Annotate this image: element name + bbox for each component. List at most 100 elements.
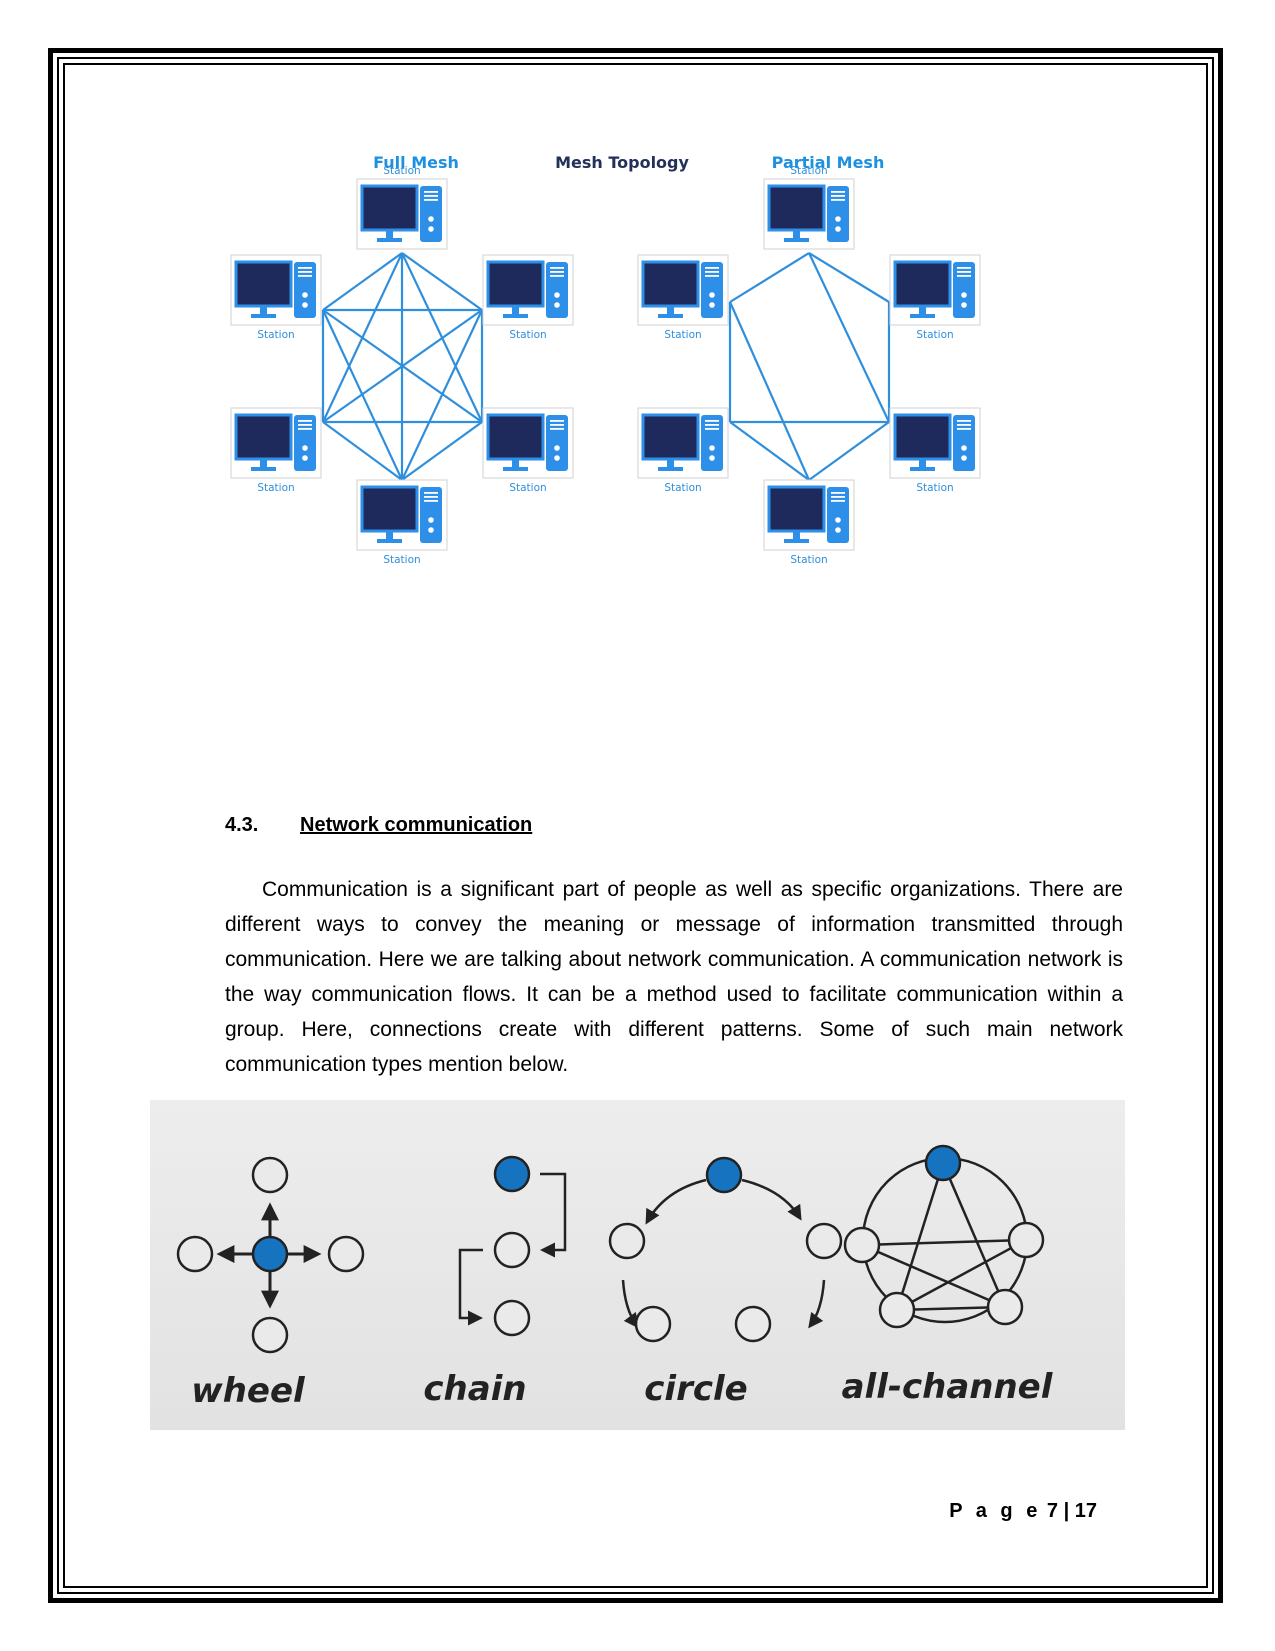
page-border-outer bbox=[48, 48, 1223, 1603]
full-mesh-link bbox=[401, 309, 483, 481]
circle-node bbox=[805, 1222, 843, 1260]
monitor-icon bbox=[767, 485, 826, 533]
full-mesh-link bbox=[401, 252, 483, 311]
wheel-node bbox=[327, 1235, 365, 1273]
computer-tower-icon bbox=[827, 186, 849, 242]
all-channel-diagram bbox=[843, 1144, 1045, 1329]
page-total: 17 bbox=[1074, 1500, 1097, 1522]
all-channel-node bbox=[1007, 1221, 1045, 1259]
full-mesh-link bbox=[322, 309, 483, 423]
page-border-middle bbox=[57, 57, 1214, 1594]
page-current: 7 bbox=[1046, 1500, 1059, 1522]
circle-label: circle bbox=[644, 1369, 747, 1409]
monitor-icon bbox=[360, 184, 419, 232]
monitor-icon bbox=[641, 260, 700, 308]
partial-mesh-link bbox=[808, 252, 890, 303]
computer-tower-icon bbox=[294, 262, 316, 318]
section-title: Network communication bbox=[300, 814, 533, 836]
circle-node bbox=[608, 1222, 646, 1260]
all-channel-label: all-channel bbox=[842, 1367, 1054, 1407]
full-mesh-station: Station bbox=[230, 407, 322, 494]
full-mesh-station: Station bbox=[482, 407, 574, 494]
station-label: Station bbox=[257, 329, 294, 341]
monitor-icon bbox=[893, 413, 952, 461]
monitor-icon bbox=[893, 260, 952, 308]
full-mesh-station: Station bbox=[356, 165, 448, 250]
partial-mesh-station: Station bbox=[637, 254, 729, 341]
full-mesh-station: Station bbox=[230, 254, 322, 341]
station-label: Station bbox=[383, 165, 420, 177]
all-channel-node bbox=[843, 1226, 881, 1264]
partial-mesh-station: Station bbox=[763, 165, 855, 250]
station-label: Station bbox=[790, 165, 827, 177]
wheel-center-node bbox=[251, 1235, 289, 1273]
computer-tower-icon bbox=[546, 415, 568, 471]
partial-mesh-station: Station bbox=[889, 254, 981, 341]
monitor-icon bbox=[641, 413, 700, 461]
monitor-icon bbox=[234, 260, 293, 308]
circle-node bbox=[634, 1305, 672, 1343]
partial-mesh-title: Partial Mesh bbox=[772, 153, 885, 172]
computer-tower-icon bbox=[701, 415, 723, 471]
monitor-icon bbox=[767, 184, 826, 232]
chain-node bbox=[493, 1231, 531, 1269]
chain-node-top bbox=[493, 1155, 531, 1193]
all-channel-node bbox=[986, 1288, 1024, 1326]
wheel-node bbox=[251, 1316, 289, 1354]
station-label: Station bbox=[916, 329, 953, 341]
station-label: Station bbox=[664, 482, 701, 494]
station-label: Station bbox=[509, 482, 546, 494]
monitor-icon bbox=[234, 413, 293, 461]
station-label: Station bbox=[790, 554, 827, 566]
wheel-node bbox=[176, 1235, 214, 1273]
station-label: Station bbox=[257, 482, 294, 494]
wheel-label: wheel bbox=[191, 1371, 306, 1411]
circle-node bbox=[734, 1305, 772, 1343]
partial-mesh-link bbox=[728, 301, 811, 481]
section-heading: 4.3. Network communication bbox=[225, 814, 532, 837]
station-label: Station bbox=[664, 329, 701, 341]
computer-tower-icon bbox=[953, 415, 975, 471]
full-mesh-title: Full Mesh bbox=[373, 153, 459, 172]
computer-tower-icon bbox=[827, 487, 849, 543]
full-mesh-link bbox=[401, 421, 483, 481]
communication-networks-figure: wheel chain circle all-channel bbox=[150, 1100, 1125, 1430]
partial-mesh-link bbox=[808, 421, 890, 481]
station-label: Station bbox=[916, 482, 953, 494]
computer-tower-icon bbox=[701, 262, 723, 318]
computer-tower-icon bbox=[546, 262, 568, 318]
page-separator: | bbox=[1063, 1500, 1070, 1522]
wheel-diagram bbox=[176, 1156, 365, 1354]
computer-tower-icon bbox=[420, 186, 442, 242]
all-channel-node-top bbox=[924, 1144, 962, 1182]
circle-diagram bbox=[608, 1156, 843, 1343]
partial-mesh-station: Station bbox=[637, 407, 729, 494]
section-number: 4.3. bbox=[225, 814, 259, 836]
computer-tower-icon bbox=[953, 262, 975, 318]
computer-tower-icon bbox=[294, 415, 316, 471]
mesh-topology-heading: Mesh Topology bbox=[555, 153, 689, 172]
page-number: P a g e 7 | 17 bbox=[949, 1500, 1097, 1523]
monitor-icon bbox=[486, 260, 545, 308]
body-paragraph: Communication is a significant part of p… bbox=[225, 878, 1123, 1076]
all-channel-node bbox=[878, 1291, 916, 1329]
full-mesh-link bbox=[322, 252, 403, 311]
partial-mesh-station: Station bbox=[763, 479, 855, 566]
chain-node bbox=[493, 1299, 531, 1337]
full-mesh-station: Station bbox=[482, 254, 574, 341]
full-mesh-link bbox=[322, 421, 403, 481]
partial-mesh-link bbox=[808, 252, 890, 423]
circle-node-top bbox=[705, 1156, 743, 1194]
partial-mesh-link bbox=[729, 252, 810, 303]
mesh-connection-lines bbox=[321, 252, 891, 481]
mesh-topology-figure: Full Mesh Mesh Topology Partial Mesh Sta… bbox=[230, 153, 981, 566]
full-mesh-station: Station bbox=[356, 479, 448, 566]
partial-mesh-station: Station bbox=[889, 407, 981, 494]
monitor-icon bbox=[360, 485, 419, 533]
figure-background bbox=[150, 1100, 1125, 1430]
monitor-icon bbox=[486, 413, 545, 461]
page-border-inner bbox=[63, 63, 1208, 1588]
chain-label: chain bbox=[423, 1369, 526, 1409]
station-label: Station bbox=[509, 329, 546, 341]
